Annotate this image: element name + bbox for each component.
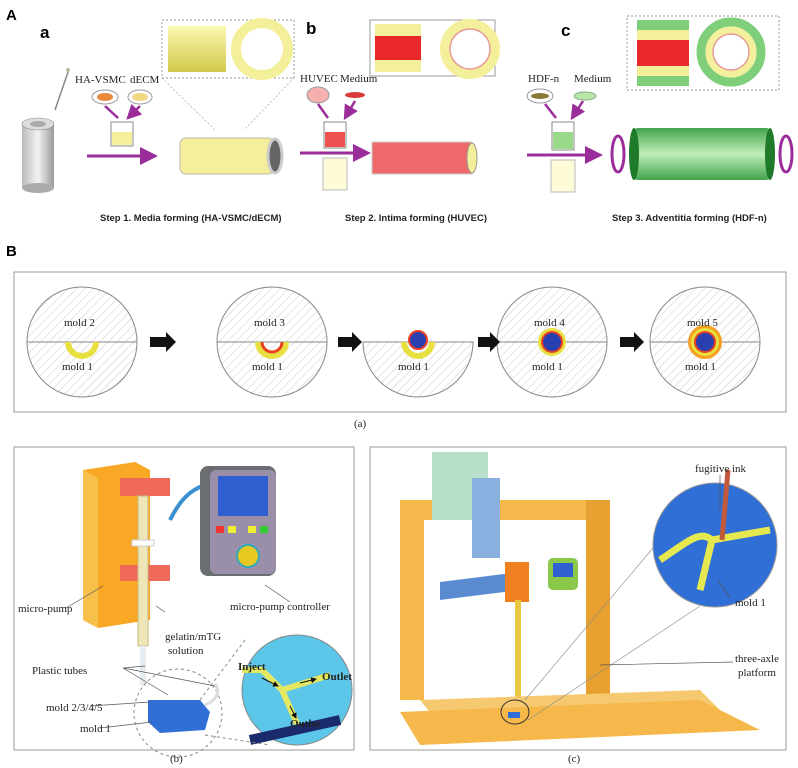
mandrel-icon <box>21 68 70 193</box>
mold-1-bottom-label: mold 1 <box>62 361 93 373</box>
reagent-hdf-n: HDF-n <box>528 73 560 85</box>
dish-medium-c <box>573 91 597 101</box>
mold-assembly-icon <box>133 668 223 758</box>
mold-step-1 <box>26 286 138 398</box>
label-three-axle: three-axle <box>735 653 779 665</box>
step-2-caption: Step 2. Intima forming (HUVEC) <box>345 213 487 224</box>
label-mold-2345: mold 2/3/4/5 <box>46 702 103 714</box>
rotate-right-icon <box>778 134 794 174</box>
vessel-intima <box>371 141 473 175</box>
sequence-arrows <box>150 332 644 352</box>
dish-medium-b <box>345 92 365 98</box>
label-platform: platform <box>738 667 776 679</box>
vessel-media <box>179 137 275 175</box>
printing-inset <box>524 469 778 721</box>
subfigure-a-label: (a) <box>354 418 367 430</box>
label-mold-1-c: mold 1 <box>735 597 766 609</box>
reagent-ha-vsmc: HA-VSMC <box>75 74 126 86</box>
label-outlet-1: Outlet <box>322 671 352 683</box>
micro-pump-icon <box>83 462 170 686</box>
reagent-huvec: HUVEC <box>300 73 338 85</box>
subfigure-b-label: (b) <box>170 753 183 765</box>
subfigure-c-label: (c) <box>568 753 581 765</box>
mold-step-3 <box>362 330 474 398</box>
label-micro-pump: micro-pump <box>18 603 73 615</box>
label-inject: Inject <box>238 661 266 673</box>
channel-inset <box>199 634 353 746</box>
incubator-c <box>550 159 576 193</box>
mold-step-5 <box>649 286 761 398</box>
step-3-caption: Step 3. Adventitia forming (HDF-n) <box>612 213 767 224</box>
mold-1-top-label: mold 2 <box>64 317 95 329</box>
label-mold-1-b: mold 1 <box>80 723 111 735</box>
mold-3-bottom-label: mold 1 <box>398 361 429 373</box>
label-micro-pump-controller: micro-pump controller <box>230 601 330 613</box>
incubator-b <box>322 157 348 191</box>
mold-2-top-label: mold 3 <box>254 317 285 329</box>
mold-step-2 <box>216 286 328 398</box>
mold-4-top-label: mold 4 <box>534 317 565 329</box>
mold-5-top-label: mold 5 <box>687 317 718 329</box>
label-solution: solution <box>168 645 204 657</box>
vessel-adventitia <box>634 128 770 180</box>
label-gelatin-mtg: gelatin/mTG <box>165 631 221 643</box>
reagent-medium-c: Medium <box>574 73 612 85</box>
step-1-caption: Step 1. Media forming (HA-VSMC/dECM) <box>100 213 282 224</box>
reagent-decm: dECM <box>130 74 160 86</box>
reagent-medium-b: Medium <box>340 73 378 85</box>
three-axle-printer-icon <box>400 452 760 745</box>
panel-label-A: A <box>6 7 17 24</box>
rotate-left-icon <box>610 134 626 174</box>
mold-5-bottom-label: mold 1 <box>685 361 716 373</box>
panel-label-a: a <box>40 23 50 42</box>
panel-label-B: B <box>6 243 17 260</box>
panel-label-b: b <box>306 19 316 38</box>
micro-pump-controller-icon <box>168 466 276 576</box>
mold-step-4 <box>496 286 608 398</box>
dish-huvec <box>306 86 330 104</box>
mold-2-bottom-label: mold 1 <box>252 361 283 373</box>
panel-label-c: c <box>561 21 570 40</box>
label-plastic-tubes: Plastic tubes <box>32 665 87 677</box>
mold-4-bottom-label: mold 1 <box>532 361 563 373</box>
label-outlet-2: Outlet <box>290 718 320 730</box>
label-fugitive-ink: fugitive ink <box>695 463 747 475</box>
